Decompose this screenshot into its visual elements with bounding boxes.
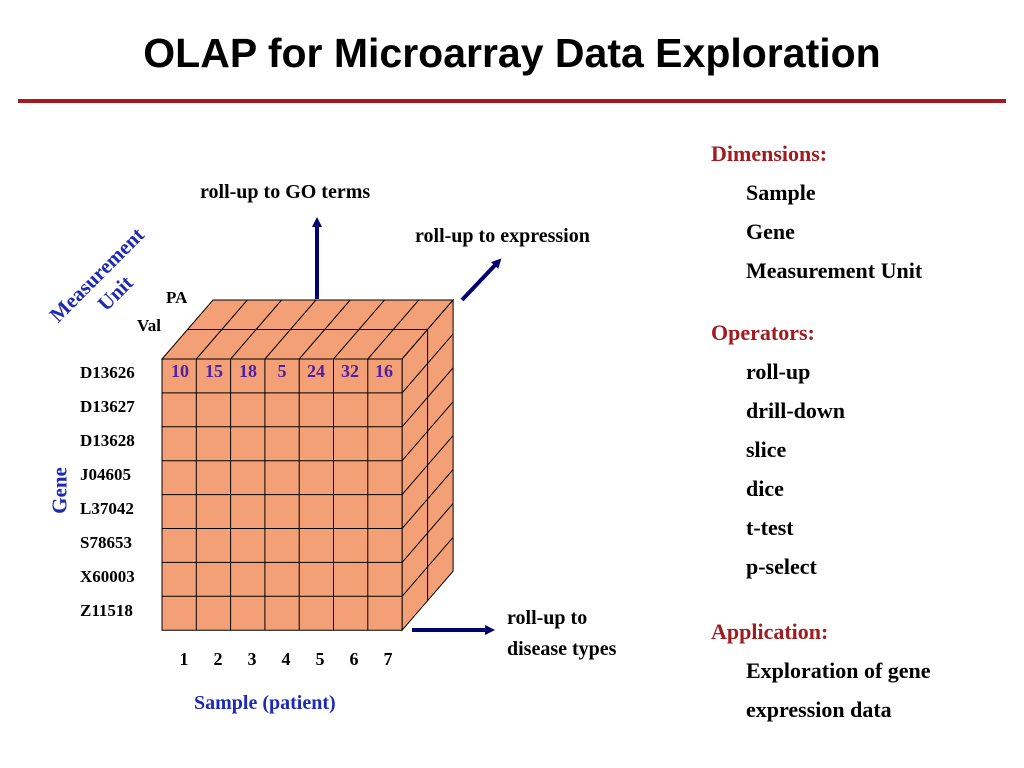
cell-value: 10: [171, 361, 189, 381]
cube-grid-line: [401, 503, 454, 563]
list-item: p-select: [746, 554, 817, 579]
cell-value: 32: [341, 361, 359, 381]
sample-label: 1: [179, 649, 189, 669]
list-item: Exploration of gene: [746, 658, 931, 683]
cube-grid-line: [401, 367, 454, 428]
label-roll-up-disease-line1: roll-up to: [507, 607, 588, 629]
sample-label: 3: [247, 649, 257, 669]
cell-value: 5: [277, 361, 287, 381]
label-roll-up-go-terms: roll-up to GO terms: [200, 181, 371, 203]
operators-heading: Operators:: [711, 320, 815, 345]
sidebar-operators: Operators: roll-up drill-down slice dice…: [711, 313, 845, 586]
axis-sample: Sample (patient): [194, 692, 336, 714]
label-roll-up-disease-line2: disease types: [507, 638, 617, 660]
axis-gene: Gene: [47, 467, 72, 514]
label-roll-up-disease: roll-up to disease types: [507, 603, 616, 665]
gene-label: Z11518: [80, 601, 133, 620]
gene-label: J04605: [80, 465, 131, 484]
cube-grid: [160, 298, 455, 632]
cube-grid-line: [401, 333, 454, 394]
arrow-expression: [460, 258, 502, 302]
cell-value: 15: [205, 361, 223, 381]
label-roll-up-expression: roll-up to expression: [415, 225, 590, 247]
gene-label: D13627: [80, 397, 135, 416]
sidebar-application: Application: Exploration of gene express…: [711, 612, 931, 729]
sample-label: 2: [213, 649, 223, 669]
gene-label: D13628: [80, 431, 135, 450]
list-item: Sample: [746, 180, 816, 205]
list-item: t-test: [746, 515, 794, 540]
cube-grid-line: [401, 401, 454, 462]
list-item: Measurement Unit: [746, 258, 923, 283]
list-item: roll-up: [746, 359, 811, 384]
dimensions-heading: Dimensions:: [711, 141, 828, 166]
sample-label: 6: [349, 649, 359, 669]
label-pa: PA: [166, 288, 188, 307]
cube-grid-line: [401, 469, 454, 529]
gene-label: D13626: [80, 363, 135, 382]
list-item: Gene: [746, 219, 795, 244]
gene-label: X60003: [80, 567, 135, 586]
page-title: OLAP for Microarray Data Exploration: [143, 30, 881, 76]
cell-value: 24: [307, 361, 325, 381]
cell-value: 16: [375, 361, 393, 381]
list-item: dice: [746, 476, 784, 501]
cube-grid-line: [401, 435, 454, 495]
sample-label: 7: [383, 649, 393, 669]
cell-value: 18: [239, 361, 257, 381]
gene-label: L37042: [80, 499, 134, 518]
sidebar-dimensions: Dimensions: Sample Gene Measurement Unit: [711, 134, 922, 290]
list-item: expression data: [746, 697, 892, 722]
cube-grid-line: [401, 536, 454, 597]
title-divider: [18, 99, 1006, 103]
sample-label: 4: [281, 649, 291, 669]
list-item: slice: [746, 437, 787, 462]
label-val: Val: [137, 316, 161, 335]
application-heading: Application:: [711, 619, 829, 644]
gene-label: S78653: [80, 533, 132, 552]
sample-label: 5: [315, 649, 325, 669]
list-item: drill-down: [746, 398, 846, 423]
